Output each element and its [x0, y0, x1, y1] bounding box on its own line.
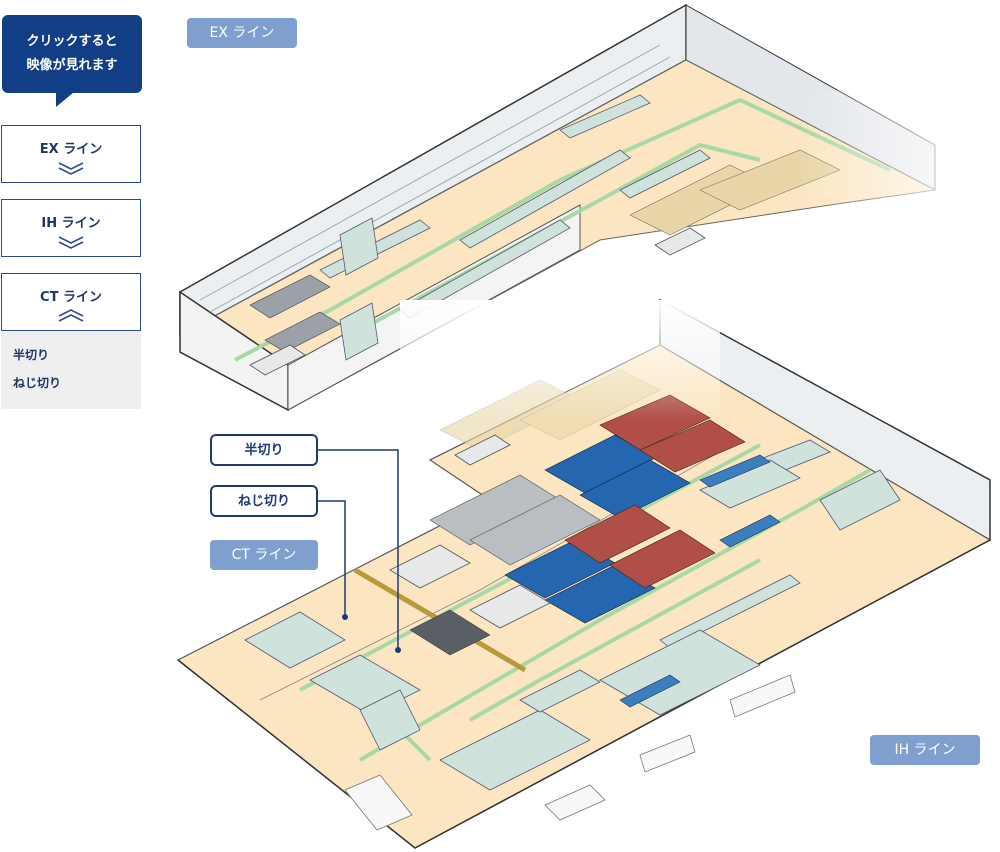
ct-submenu: 半切り ねじ切り: [1, 331, 141, 409]
nav-ct-line[interactable]: CT ライン: [1, 273, 141, 331]
callout-half-cut[interactable]: 半切り: [210, 434, 318, 466]
ih-line-label[interactable]: IH ライン: [870, 735, 980, 765]
ex-building: [179, 3, 1000, 412]
hint-line-1: クリックすると: [26, 34, 118, 49]
submenu-thread-cut[interactable]: ねじ切り: [13, 376, 62, 390]
chevron-double-up-icon: [58, 308, 84, 322]
ex-line-label[interactable]: EX ライン: [187, 18, 297, 48]
hint-line-2: 映像が見れます: [26, 58, 118, 73]
nav-ct-line-label: CT ライン: [40, 289, 102, 305]
nav-ex-line[interactable]: EX ライン: [1, 125, 141, 183]
chevron-double-down-icon: [58, 161, 84, 175]
chevron-double-down-icon: [58, 235, 84, 249]
ct-line-label[interactable]: CT ライン: [210, 540, 318, 570]
callout-thread-cut[interactable]: ねじ切り: [210, 485, 318, 517]
nav-ex-line-label: EX ライン: [39, 141, 103, 157]
hint-bubble: クリックすると 映像が見れます: [2, 15, 142, 107]
submenu-half-cut[interactable]: 半切り: [13, 348, 50, 362]
nav-ih-line-label: IH ライン: [41, 215, 101, 231]
lower-building: [176, 298, 992, 849]
nav-ih-line[interactable]: IH ライン: [1, 199, 141, 257]
